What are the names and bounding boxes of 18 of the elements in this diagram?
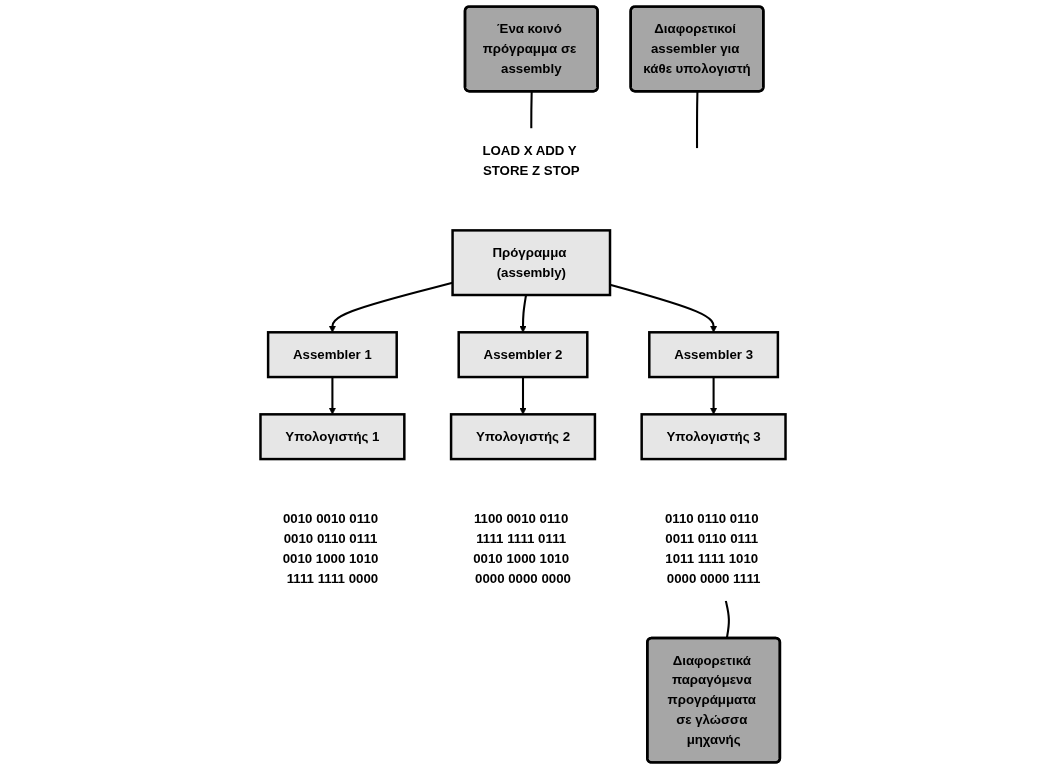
arrow <box>328 281 453 333</box>
connector <box>530 91 533 129</box>
node-box: Υπολογιστής 1 <box>259 413 406 461</box>
connector <box>724 600 730 639</box>
arrow <box>709 377 718 415</box>
node-box: Assembler 1 <box>266 331 398 379</box>
node-text: LOAD X ADD Y STORE Z STOP <box>482 143 580 178</box>
node-box: Υπολογιστής 3 <box>640 413 787 461</box>
node-box: Assembler 3 <box>648 331 780 379</box>
node-text: 1100 0010 0110 1111 1111 0111 0010 1000 1010 0000 0000 0000 <box>473 511 571 586</box>
node-text: 0110 0110 0110 0011 0110 0111 1011 1111 1010 0000 0000 1111 <box>664 511 761 586</box>
node-box: Πρόγραμμα (assembly) <box>451 229 612 297</box>
arrow <box>328 377 337 415</box>
arrow <box>519 377 527 415</box>
node-box: Υπολογιστής 2 <box>449 413 597 461</box>
connector <box>696 91 699 149</box>
node-text: 0010 0010 0110 0010 0110 0111 0010 1000 1010 1111 1111 0000 <box>282 511 379 586</box>
node-box: Assembler 2 <box>457 331 589 379</box>
